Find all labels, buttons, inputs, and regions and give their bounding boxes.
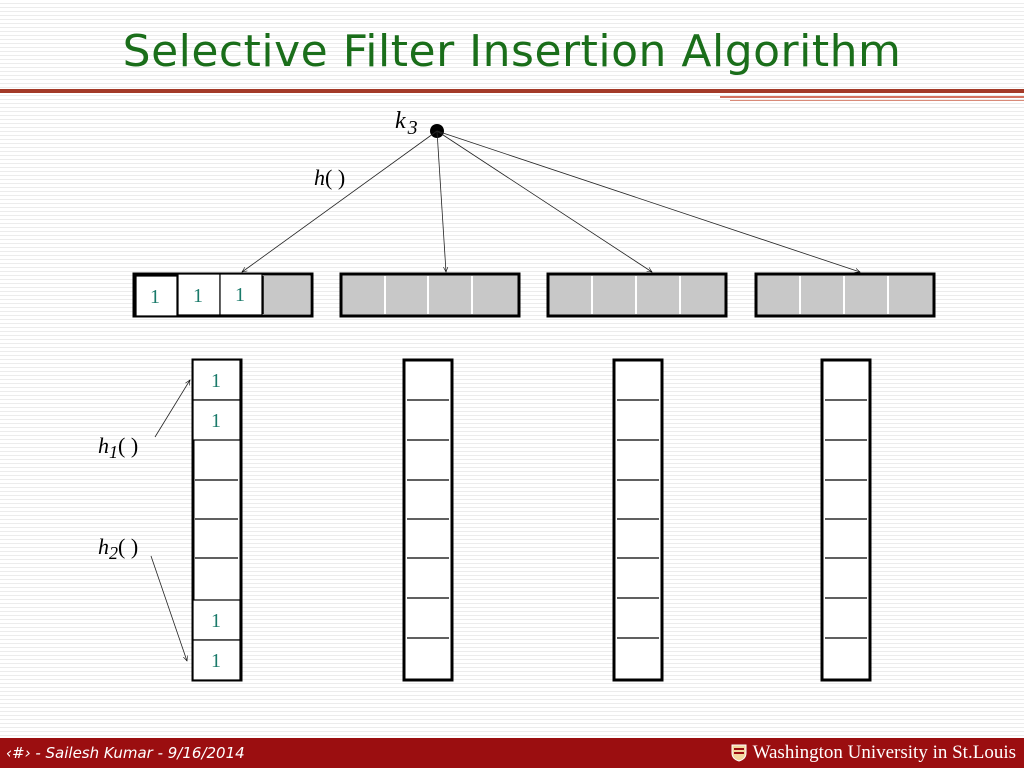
bit-column-1: 1 1 1 1 bbox=[191, 358, 243, 682]
column-1-bit-2: 1 bbox=[211, 410, 221, 432]
column-1-cell-7 bbox=[192, 599, 241, 641]
column-1-bit-7: 1 bbox=[211, 610, 221, 632]
hash-arrow-block-3 bbox=[436, 130, 652, 272]
block-1-cell-1 bbox=[135, 275, 178, 317]
hash-function-label: h( ) bbox=[314, 165, 345, 190]
slide-title: Selective Filter Insertion Algorithm bbox=[122, 26, 902, 77]
filter-block-3 bbox=[546, 272, 728, 318]
block-1-bit-1: 1 bbox=[150, 286, 160, 308]
filter-block-2 bbox=[339, 272, 521, 318]
bit-column-2 bbox=[402, 358, 454, 682]
column-1-bit-1: 1 bbox=[211, 370, 221, 392]
h1-function-label: h1( ) bbox=[98, 433, 138, 462]
column-1-cell-8 bbox=[192, 639, 241, 681]
slide-number: ‹#› bbox=[6, 744, 31, 762]
column-1-cell-1 bbox=[192, 359, 241, 401]
title-divider bbox=[0, 89, 1024, 93]
block-1-cell-3 bbox=[219, 273, 263, 316]
hash-arrow-block-2 bbox=[436, 130, 446, 272]
bit-column-4 bbox=[820, 358, 872, 682]
h1-arrow bbox=[154, 380, 190, 438]
title-divider-accent bbox=[720, 96, 1024, 98]
footer-right: Washington University in St.Louis bbox=[731, 742, 1016, 764]
hash-arrow-block-4 bbox=[436, 130, 860, 272]
footer-bar: ‹#› - Sailesh Kumar - 9/16/2014 Washingt… bbox=[0, 738, 1024, 768]
filter-block-4 bbox=[754, 272, 936, 318]
h2-function-label: h2( ) bbox=[98, 534, 138, 563]
title-divider-accent-thin bbox=[730, 100, 1024, 101]
bit-column-3 bbox=[612, 358, 664, 682]
footer-author-date: - Sailesh Kumar - 9/16/2014 bbox=[30, 744, 245, 762]
university-name: Washington University in St.Louis bbox=[752, 742, 1016, 763]
hash-arrow-block-1 bbox=[242, 130, 438, 272]
block-1-bit-2: 1 bbox=[193, 285, 203, 307]
column-1-cell-2 bbox=[192, 399, 241, 441]
block-1-bit-3: 1 bbox=[235, 284, 245, 306]
block-1-cell-2 bbox=[177, 273, 221, 316]
footer-left: ‹#› - Sailesh Kumar - 9/16/2014 bbox=[6, 744, 245, 762]
column-1-bit-8: 1 bbox=[211, 650, 221, 672]
university-shield-icon bbox=[731, 744, 747, 762]
filter-block-1: 1 1 1 bbox=[132, 272, 314, 318]
h2-arrow bbox=[150, 555, 187, 661]
